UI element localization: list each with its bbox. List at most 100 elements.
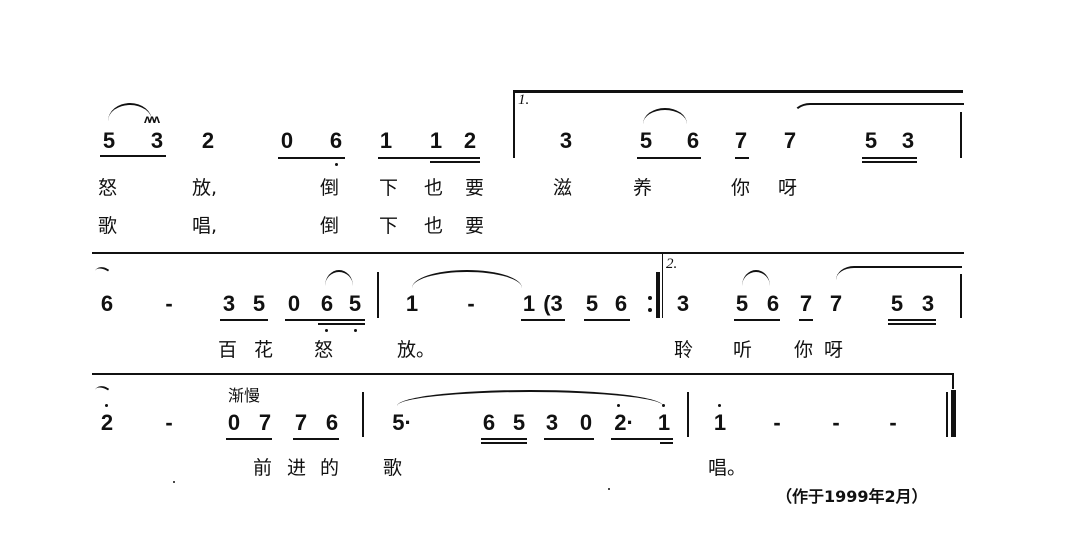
system-line <box>92 252 964 254</box>
note: 7 <box>734 128 748 153</box>
tempo-marking: 渐慢 <box>228 386 261 405</box>
note: 5 <box>102 128 116 153</box>
underline <box>799 319 813 321</box>
underline <box>735 157 749 159</box>
speck <box>173 481 175 483</box>
lyric: 花 <box>254 339 274 361</box>
underline <box>318 323 365 325</box>
tie <box>412 270 522 288</box>
note: 5 <box>348 291 362 316</box>
underline <box>220 319 268 321</box>
underline <box>660 442 673 444</box>
final-barline-thin <box>946 392 948 437</box>
note: 5 <box>512 410 526 435</box>
low-octave-dot <box>354 329 357 332</box>
note: 5 <box>890 291 904 316</box>
lyric: 进 <box>287 457 307 479</box>
lyric: 怒 <box>314 339 334 361</box>
dash: - <box>889 410 897 435</box>
repeat-barline-thick <box>656 272 660 318</box>
slur <box>325 270 353 286</box>
underline <box>862 157 917 159</box>
lyric: 下 <box>379 177 399 199</box>
note: 0 <box>227 410 241 435</box>
barline <box>377 272 379 318</box>
repeat-dot <box>648 296 652 300</box>
system-line <box>92 373 954 375</box>
note: 3 <box>222 291 236 316</box>
note: 1 <box>429 128 443 153</box>
dash: - <box>467 291 475 316</box>
volta-1-bracket <box>513 90 963 93</box>
note: 6 <box>686 128 700 153</box>
underline <box>481 438 527 440</box>
lyric: 你 <box>794 339 814 361</box>
lyric: 放, <box>192 177 218 199</box>
lyric: 滋 <box>553 177 573 199</box>
note: 3 <box>150 128 164 153</box>
note: 1 <box>522 291 536 316</box>
underline <box>285 319 365 321</box>
repeat-dot <box>648 308 652 312</box>
tie <box>836 266 962 284</box>
note: (3 <box>543 291 563 316</box>
underline <box>378 157 480 159</box>
lyric: 也 <box>424 177 444 199</box>
dash: - <box>832 410 840 435</box>
underline <box>293 438 339 440</box>
note: 1 <box>379 128 393 153</box>
lyric: 呀 <box>824 339 844 361</box>
slur <box>108 103 152 121</box>
barline <box>687 392 689 437</box>
underline <box>226 438 272 440</box>
note: 7 <box>258 410 272 435</box>
tie-end <box>92 382 110 400</box>
lyric: 倒 <box>320 177 340 199</box>
low-octave-dot <box>335 163 338 166</box>
system-line-end <box>952 373 954 389</box>
lyric: 要 <box>465 177 485 199</box>
lyric: 听 <box>733 339 753 361</box>
lyric: 唱, <box>192 215 218 237</box>
note: 1 <box>713 410 727 435</box>
high-octave-dot <box>617 404 620 407</box>
underline <box>584 319 630 321</box>
note: 5 <box>639 128 653 153</box>
note: 5 <box>735 291 749 316</box>
lyric: 下 <box>379 215 399 237</box>
composition-date-note: （作于1999年2月） <box>776 487 928 506</box>
note: 6 <box>329 128 343 153</box>
lyric: 唱。 <box>708 457 747 479</box>
note: 7 <box>829 291 843 316</box>
note: 6 <box>614 291 628 316</box>
tie-end <box>92 263 110 281</box>
note: 6 <box>325 410 339 435</box>
note: 5 <box>252 291 266 316</box>
lyric: 呀 <box>778 177 798 199</box>
underline <box>862 161 917 163</box>
lyric: 也 <box>424 215 444 237</box>
note: 2 <box>463 128 477 153</box>
note: 3 <box>901 128 915 153</box>
underline <box>611 438 673 440</box>
final-barline-thick <box>951 390 956 437</box>
note: 2 <box>201 128 215 153</box>
barline <box>362 392 364 437</box>
underline <box>521 319 565 321</box>
note: 7 <box>783 128 797 153</box>
note: 6 <box>320 291 334 316</box>
volta-2-label: 2. <box>666 256 678 272</box>
lyric: 你 <box>731 177 751 199</box>
underline <box>888 319 936 321</box>
note: 6 <box>766 291 780 316</box>
note: 3 <box>921 291 935 316</box>
lyric: 倒 <box>320 215 340 237</box>
note: 1 <box>405 291 419 316</box>
note: 7 <box>799 291 813 316</box>
note: 7 <box>294 410 308 435</box>
underline <box>544 438 594 440</box>
slur <box>643 108 687 124</box>
note: 6 <box>482 410 496 435</box>
speck <box>608 488 610 490</box>
lyric: 歌 <box>98 215 118 237</box>
